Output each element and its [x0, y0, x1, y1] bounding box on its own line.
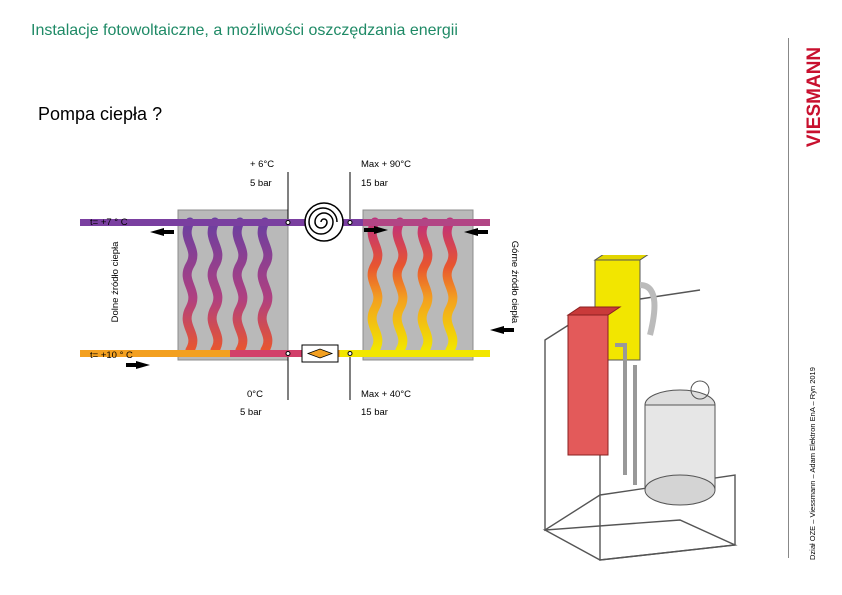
- svg-text:0°C: 0°C: [247, 389, 263, 400]
- red-heat-exchanger: [567, 314, 609, 456]
- divider-line: [788, 38, 789, 558]
- svg-text:15 bar: 15 bar: [361, 178, 388, 189]
- svg-text:5 bar: 5 bar: [240, 407, 262, 418]
- heat-pump-diagram: + 6°C 5 bar Max + 90°C 15 bar t= +7 ° C …: [80, 159, 520, 418]
- heat-pump-unit-illustration: [542, 255, 738, 561]
- evaporator-coil: [182, 217, 273, 355]
- svg-text:Górne źródło ciepła: Górne źródło ciepła: [509, 241, 520, 324]
- svg-text:Max + 90°C: Max + 90°C: [361, 159, 411, 170]
- logo-text: VIESMANN: [804, 47, 825, 147]
- svg-text:+ 6°C: + 6°C: [250, 159, 274, 170]
- page-title: Instalacje fotowoltaiczne, a możliwości …: [31, 22, 458, 39]
- viessmann-logo: VIESMANN: [804, 47, 825, 147]
- flow-arrows: [126, 226, 514, 369]
- condenser-coil: [367, 217, 458, 355]
- slide-subtitle: Pompa ciepła ?: [38, 104, 163, 124]
- svg-text:15 bar: 15 bar: [361, 407, 388, 418]
- footer-vertical-text: Dział OZE – Viessmann – Adam Elektron En…: [808, 367, 817, 560]
- svg-text:5 bar: 5 bar: [250, 178, 272, 189]
- svg-text:t= +10 ° C: t= +10 ° C: [90, 350, 133, 361]
- top-pipe: [80, 219, 490, 226]
- svg-text:t= +7 ° C: t= +7 ° C: [90, 217, 128, 228]
- svg-text:Dolne źródło ciepła: Dolne źródło ciepła: [110, 241, 121, 323]
- svg-text:Max + 40°C: Max + 40°C: [361, 389, 411, 400]
